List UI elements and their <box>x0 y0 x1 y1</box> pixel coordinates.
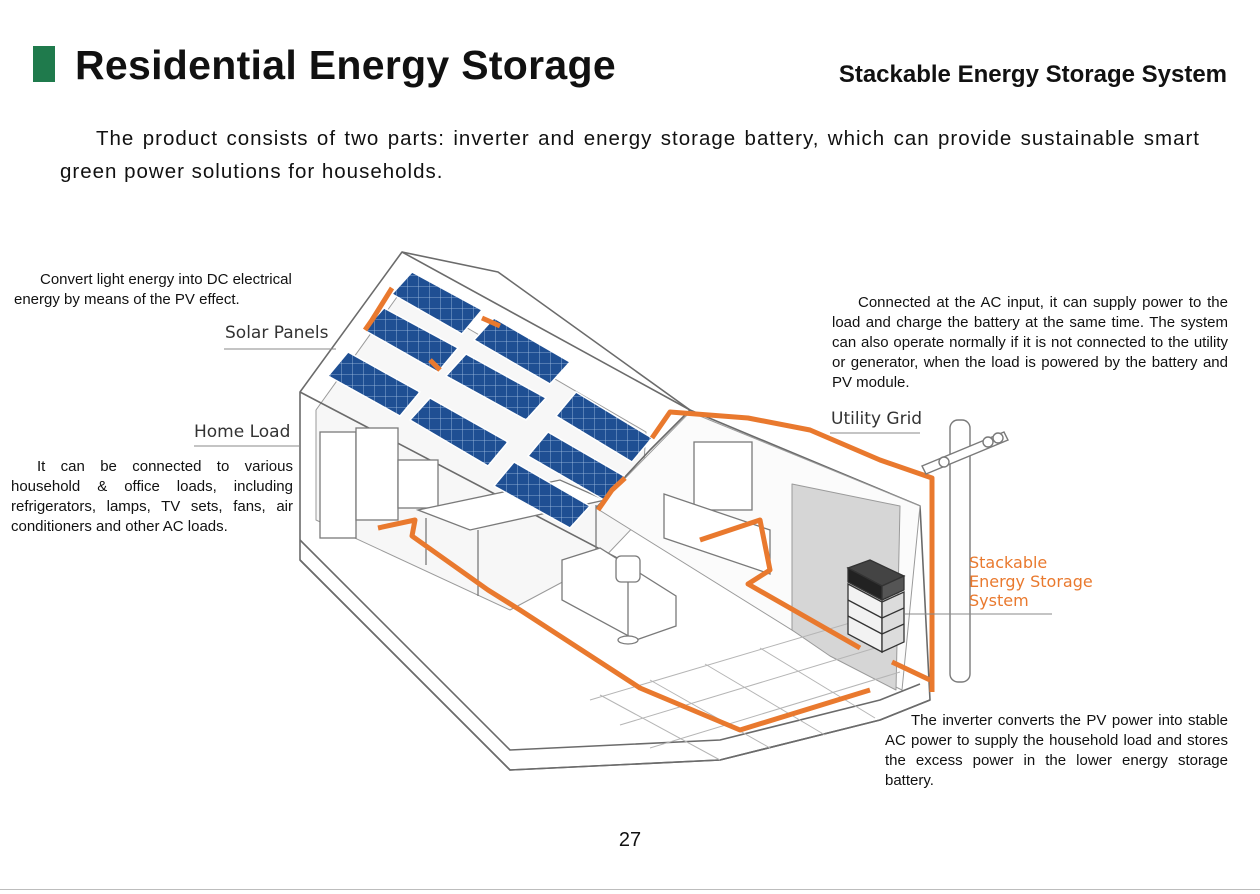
title-accent-bar <box>33 46 55 82</box>
battery-stack <box>846 559 906 654</box>
home-load-note: It can be connected to various household… <box>11 458 293 535</box>
utility-pole <box>921 419 1009 683</box>
inverter-note: The inverter converts the PV power into … <box>885 712 1228 789</box>
intro-paragraph: The product consists of two parts: inver… <box>60 127 1200 183</box>
solar-panel <box>526 431 626 501</box>
solar-panel <box>390 271 484 335</box>
home-load-label: Home Load <box>194 422 290 442</box>
label-leaders <box>194 348 1052 615</box>
storage-label-line3: System <box>969 591 1029 610</box>
cable-route <box>362 286 935 733</box>
solar-panel-array <box>326 271 654 529</box>
pv-effect-note: Convert light energy into DC electrical … <box>14 271 292 308</box>
storage-label-line1: Stackable <box>969 553 1047 572</box>
solar-panels-label: Solar Panels <box>225 323 329 343</box>
solar-panel <box>472 317 572 385</box>
solar-panel <box>444 353 548 421</box>
page-number: 27 <box>618 829 642 851</box>
ac-input-note: Connected at the AC input, it can supply… <box>832 294 1228 391</box>
solar-panel <box>492 461 592 529</box>
bottom-divider <box>0 889 1260 890</box>
utility-grid-label: Utility Grid <box>831 409 922 429</box>
page-subtitle: Stackable Energy Storage System <box>838 61 1227 88</box>
floor-tiles <box>589 619 901 761</box>
storage-label-line2: Energy Storage <box>969 572 1093 591</box>
solar-panel <box>408 397 510 467</box>
solar-panel <box>326 351 422 417</box>
page-title: Residential Energy Storage <box>75 42 616 88</box>
